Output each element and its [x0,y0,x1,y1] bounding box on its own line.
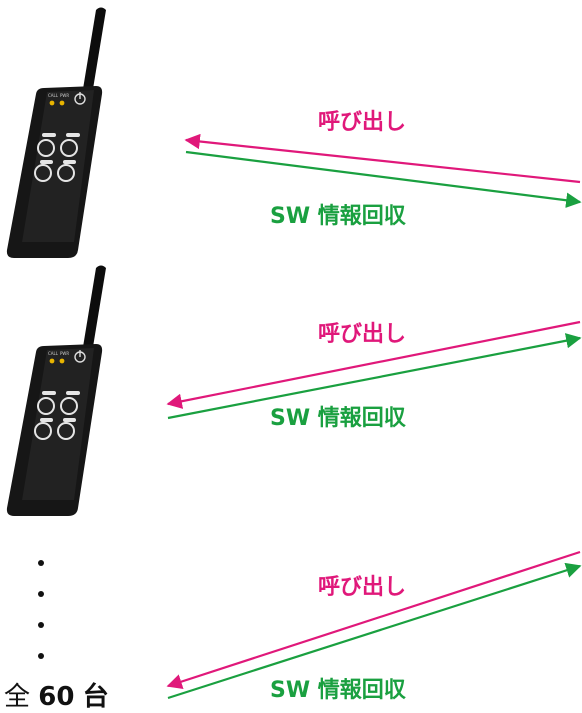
total-count: 全 60 台 [4,676,109,713]
sw-label-2: SW 情報回収 [270,406,406,431]
sw-label-3: SW 情報回収 [270,678,406,703]
more-devices-dots [38,560,48,684]
sw-label-1: SW 情報回収 [270,204,406,229]
call-label-2: 呼び出し [318,322,407,347]
call-arrow-3 [166,550,581,690]
dot [38,653,44,659]
call-arrow-1 [184,133,581,184]
total-unit: 台 [82,682,109,712]
sw-arrow-3 [167,562,582,700]
dot [38,560,44,566]
dot [38,622,44,628]
sw-arrow-1 [185,150,582,208]
remote-device-2 [5,264,108,517]
sw-arrow-2 [167,333,582,420]
total-number: 60 [38,682,75,712]
call-label-3: 呼び出し [318,575,407,600]
total-prefix: 全 [4,682,31,712]
call-arrow-2 [166,320,581,409]
remote-device-1 [5,6,108,259]
call-label-1: 呼び出し [318,110,407,135]
dot [38,591,44,597]
